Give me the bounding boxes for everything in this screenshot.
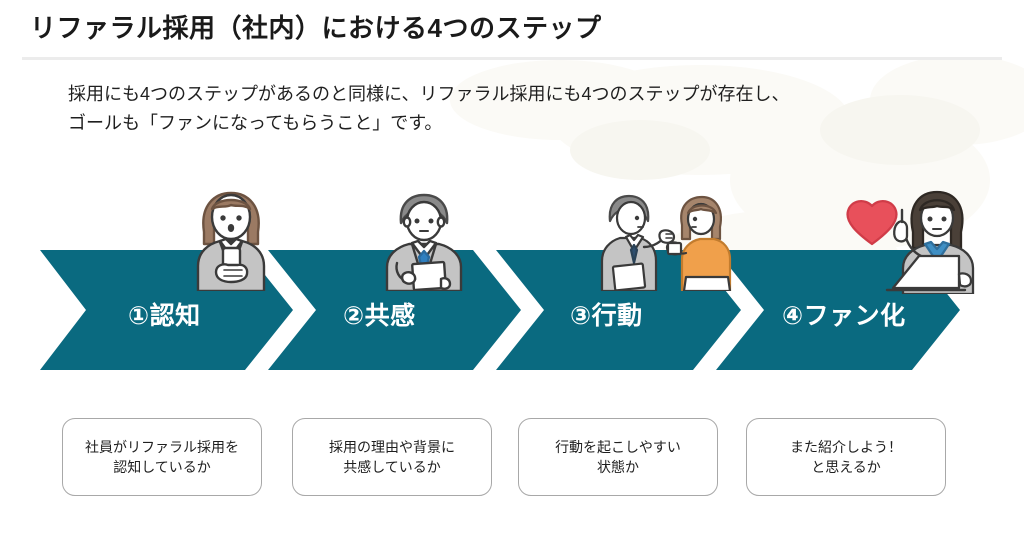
step-caption-1-text: 社員がリファラル採用を 認知しているか [85,438,239,475]
chevron-separator-2 [473,250,544,370]
heart-icon [846,200,898,246]
step-caption-1: 社員がリファラル採用を 認知しているか [62,418,262,496]
header-divider [22,57,1002,60]
step-label-2: ②共感 [343,302,416,330]
lead-line-2: ゴールも「ファンになってもらうこと」です。 [68,113,443,134]
step-caption-3: 行動を起こしやすい 状態か [518,418,718,496]
step-caption-2-text: 採用の理由や背景に 共感しているか [329,438,455,475]
lead-line-1: 採用にも4つのステップがあるのと同様に、リファラル採用にも4つのステップが存在し… [68,84,790,104]
step-caption-3-text: 行動を起こしやすい 状態か [555,438,681,475]
step-label-1: ①認知 [128,302,201,330]
step-caption-4: また紹介しよう！ と思えるか [746,418,946,496]
step-label-4: ④ファン化 [782,302,906,330]
step-caption-4-text: また紹介しよう！ と思えるか [790,438,902,475]
page-title: リファラル採用（社内）における4つのステップ [30,13,602,43]
step-caption-2: 採用の理由や背景に 共感しているか [292,418,492,496]
lead-paragraph: 採用にも4つのステップがあるのと同様に、リファラル採用にも4つのステップが存在し… [68,80,938,138]
chevron-separator-1 [245,250,316,370]
step-label-3: ③行動 [570,302,643,330]
